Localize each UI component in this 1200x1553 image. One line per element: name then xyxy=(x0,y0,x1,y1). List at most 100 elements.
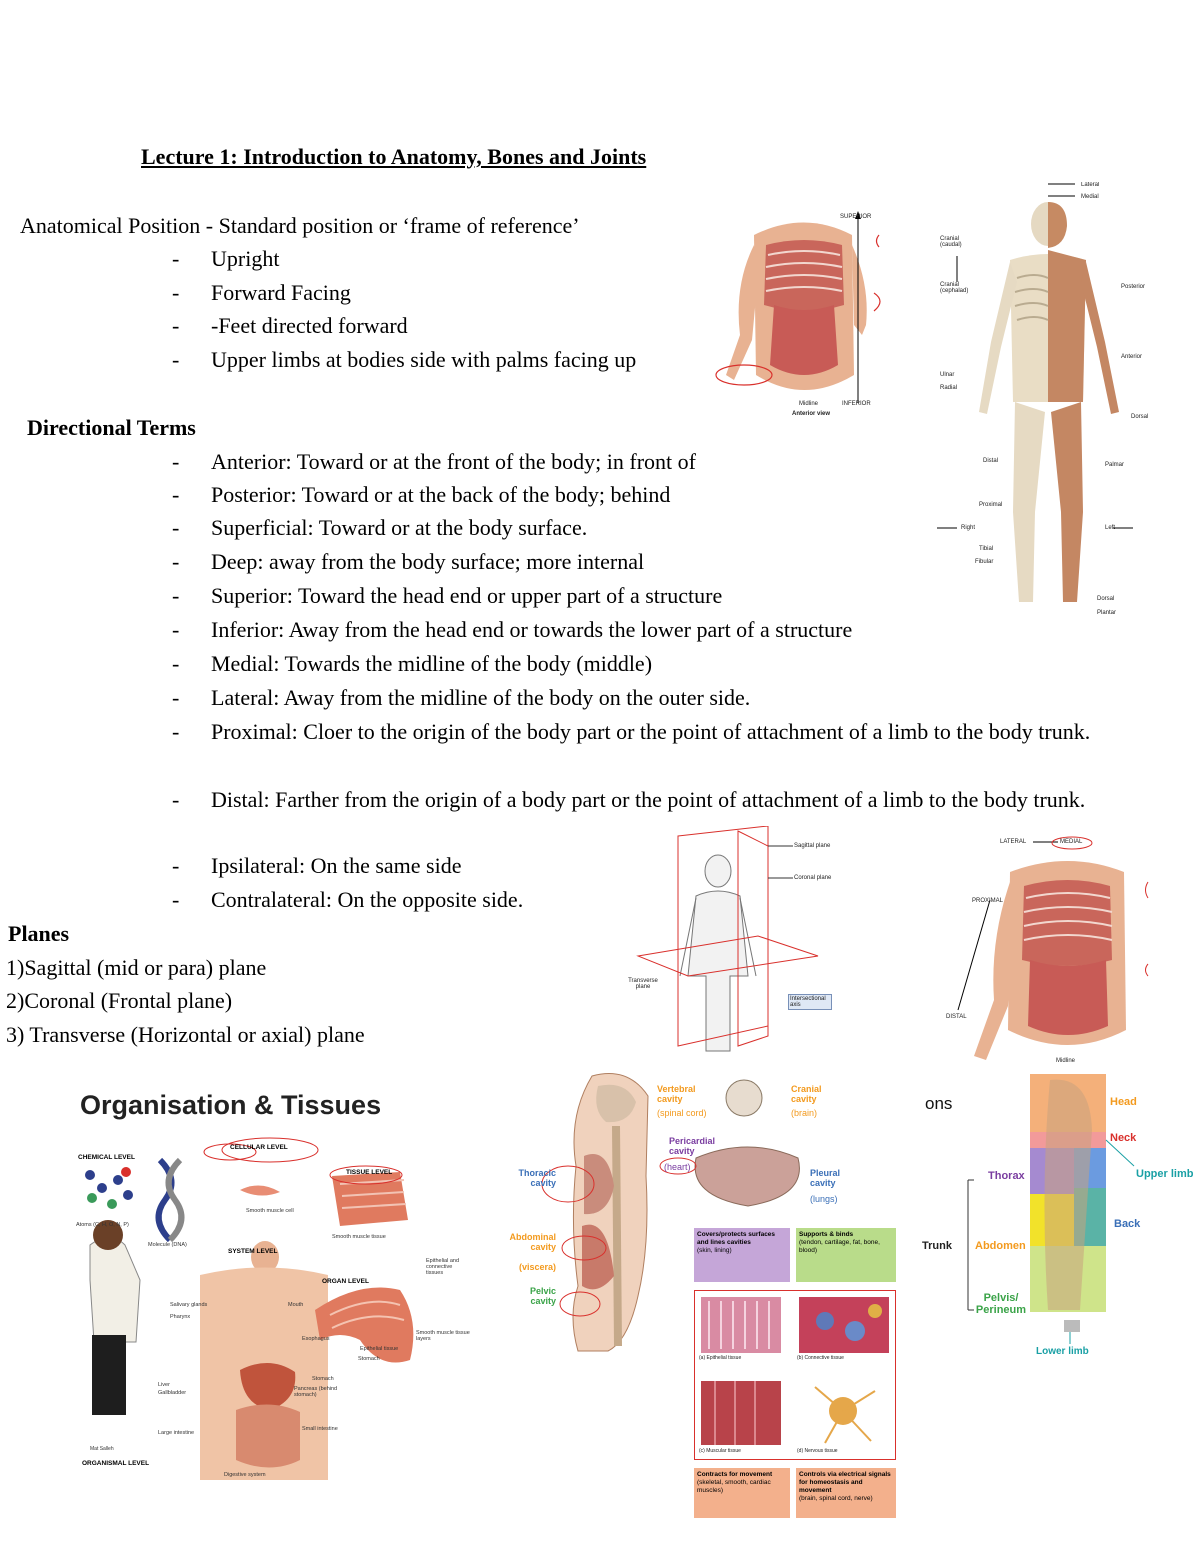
fibular-label: Fibular xyxy=(975,559,994,565)
organisation-title: Organisation & Tissues xyxy=(80,1090,382,1120)
torso-proximal-figure: LATERAL MEDIAL PROXIMAL DISTAL Midline xyxy=(938,830,1163,1068)
cranial-label: Cranial (caudal) xyxy=(940,236,962,248)
inferior-label: INFERIOR xyxy=(842,401,871,407)
control-box: Controls via electrical signals for home… xyxy=(796,1468,896,1518)
spinal-label: (spinal cord) xyxy=(657,1108,707,1118)
list-item: Proximal: Cloer to the origin of the bod… xyxy=(211,719,1091,744)
pelvis-label: Pelvis/ Perineum xyxy=(975,1292,1027,1316)
organ-level-label: ORGAN LEVEL xyxy=(322,1278,369,1285)
directional-terms-heading: Directional Terms xyxy=(27,415,196,440)
pericardial-cavity-label: Pericardial cavity xyxy=(669,1136,716,1156)
palmar-label: Palmar xyxy=(1105,462,1125,468)
body-regions-figure: ons Head Neck Upper limb Thorax Back Tru… xyxy=(920,1070,1200,1362)
heart-label: (heart) xyxy=(664,1162,691,1172)
connective-caption: (b) Connective tissue xyxy=(797,1355,844,1361)
mouth-label: Mouth xyxy=(288,1302,304,1308)
thoracic-cavity-label: Thoracic cavity xyxy=(518,1168,556,1188)
lateral-label: LATERAL xyxy=(1000,839,1027,845)
bullet: - xyxy=(172,787,180,812)
support-box: Supports & binds (tendon, cartilage, fat… xyxy=(796,1228,896,1282)
list-item: Anterior: Toward or at the front of the … xyxy=(211,449,696,474)
bullet: - xyxy=(172,719,180,744)
list-item: Medial: Towards the midline of the body … xyxy=(211,651,653,676)
bullet: - xyxy=(172,549,180,574)
cranial-label-2: Cranial (cephalad) xyxy=(940,282,969,294)
large-intestine-label: Large intestine xyxy=(158,1430,195,1436)
bullet: - xyxy=(172,617,180,642)
stomach-2-label: Stomach xyxy=(312,1376,334,1382)
cover-example: (skin, lining) xyxy=(697,1247,732,1254)
molecule-label: Molecule (DNA) xyxy=(148,1242,187,1248)
lower-limb-label: Lower limb xyxy=(1036,1346,1089,1357)
organismal-level-label: ORGANISMAL LEVEL xyxy=(82,1460,150,1467)
regions-partial-title: ons xyxy=(925,1094,953,1113)
bullet: - xyxy=(172,515,180,540)
support-example: (tendon, cartilage, fat, bone, blood) xyxy=(799,1239,880,1254)
list-item: Contralateral: On the opposite side. xyxy=(211,887,524,912)
bullet: - xyxy=(172,280,180,305)
nervous-caption: (d) Nervous tissue xyxy=(797,1448,838,1454)
smooth-cell-label: Smooth muscle cell xyxy=(246,1208,294,1214)
medial-label: MEDIAL xyxy=(1060,839,1083,845)
list-item: Superficial: Toward or at the body surfa… xyxy=(211,515,588,540)
lateral-label: Lateral xyxy=(1081,182,1100,188)
control-text: Controls via electrical signals for home… xyxy=(799,1471,891,1494)
pleural-cavity-label: Pleural cavity xyxy=(810,1168,841,1188)
small-intestine-label: Small intestine xyxy=(302,1426,338,1432)
bullet: - xyxy=(172,685,180,710)
list-item: Upper limbs at bodies side with palms fa… xyxy=(211,347,637,372)
epithelial-tissue-label: Epithelial tissue xyxy=(360,1346,399,1352)
trunk-label: Trunk xyxy=(922,1240,952,1252)
cranial-cavity-label: Cranial cavity xyxy=(791,1084,822,1104)
posterior-label: Posterior xyxy=(1121,284,1146,290)
lungs-label: (lungs) xyxy=(810,1194,838,1204)
dorsal-foot-label: Dorsal xyxy=(1097,596,1115,602)
smooth-layers-label: Smooth muscle tissue layers xyxy=(416,1330,470,1342)
contract-box: Contracts for movement (skeletal, smooth… xyxy=(694,1468,790,1518)
abdominal-cavity-label: Abdominal cavity xyxy=(509,1232,557,1252)
anatomical-position-heading: Anatomical Position - Standard position … xyxy=(20,213,580,238)
anterior-label: Anterior xyxy=(1121,354,1143,360)
coronal-plane-label: Coronal plane xyxy=(794,875,832,881)
list-item: Ipsilateral: On the same side xyxy=(211,853,462,878)
bullet: - xyxy=(172,313,180,338)
organisation-figure: Organisation & Tissues CHEMICAL LEVEL CE… xyxy=(70,1080,490,1485)
skeleton-figure: Lateral Medial Cranial (caudal) Cranial … xyxy=(935,182,1160,622)
ulnar-label: Ulnar xyxy=(940,372,955,378)
pharynx-label: Pharynx xyxy=(170,1314,191,1320)
stomach-label: Stomach xyxy=(358,1356,380,1362)
system-level-label: SYSTEM LEVEL xyxy=(228,1248,278,1255)
contract-text: Contracts for movement xyxy=(697,1471,773,1478)
viscera-label: (viscera) xyxy=(518,1262,556,1272)
chemical-level-label: CHEMICAL LEVEL xyxy=(78,1154,135,1161)
bullet: - xyxy=(172,347,180,372)
proximal-label: Proximal xyxy=(979,502,1003,508)
neck-label: Neck xyxy=(1110,1132,1137,1144)
contract-example: (skeletal, smooth, cardiac muscles) xyxy=(697,1479,771,1494)
smooth-tissue-label: Smooth muscle tissue xyxy=(332,1234,386,1240)
bullet: - xyxy=(172,887,180,912)
human-label: Mat Salleh xyxy=(90,1446,114,1452)
list-item: 3) Transverse (Horizontal or axial) plan… xyxy=(6,1022,365,1047)
digestive-system-label: Digestive system xyxy=(224,1472,266,1478)
list-item: Inferior: Away from the head end or towa… xyxy=(211,617,853,642)
thorax-label: Thorax xyxy=(988,1170,1025,1182)
distal-label: DISTAL xyxy=(946,1014,967,1020)
cover-box: Covers/protects surfaces and lines cavit… xyxy=(694,1228,790,1282)
proximal-label: PROXIMAL xyxy=(972,898,1004,904)
pelvic-cavity-label: Pelvic cavity xyxy=(529,1286,556,1306)
cover-text: Covers/protects surfaces and lines cavit… xyxy=(697,1231,776,1246)
list-item: -Feet directed forward xyxy=(211,313,408,338)
midline-label: Midline xyxy=(1056,1058,1076,1064)
back-label: Back xyxy=(1114,1218,1141,1230)
bullet: - xyxy=(172,853,180,878)
list-item: 1)Sagittal (mid or para) plane xyxy=(6,955,267,980)
right-label: Right xyxy=(961,525,976,531)
body-cavities-figure: Vertebral cavity (spinal cord) Cranial c… xyxy=(498,1066,850,1356)
distal-label: Distal xyxy=(983,458,999,464)
gallbladder-label: Gallbladder xyxy=(158,1390,187,1396)
support-text: Supports & binds xyxy=(799,1231,854,1238)
cellular-level-label: CELLULAR LEVEL xyxy=(230,1144,288,1151)
plantar-label: Plantar xyxy=(1097,610,1117,616)
tissue-types-figure: Covers/protects surfaces and lines cavit… xyxy=(692,1228,900,1520)
